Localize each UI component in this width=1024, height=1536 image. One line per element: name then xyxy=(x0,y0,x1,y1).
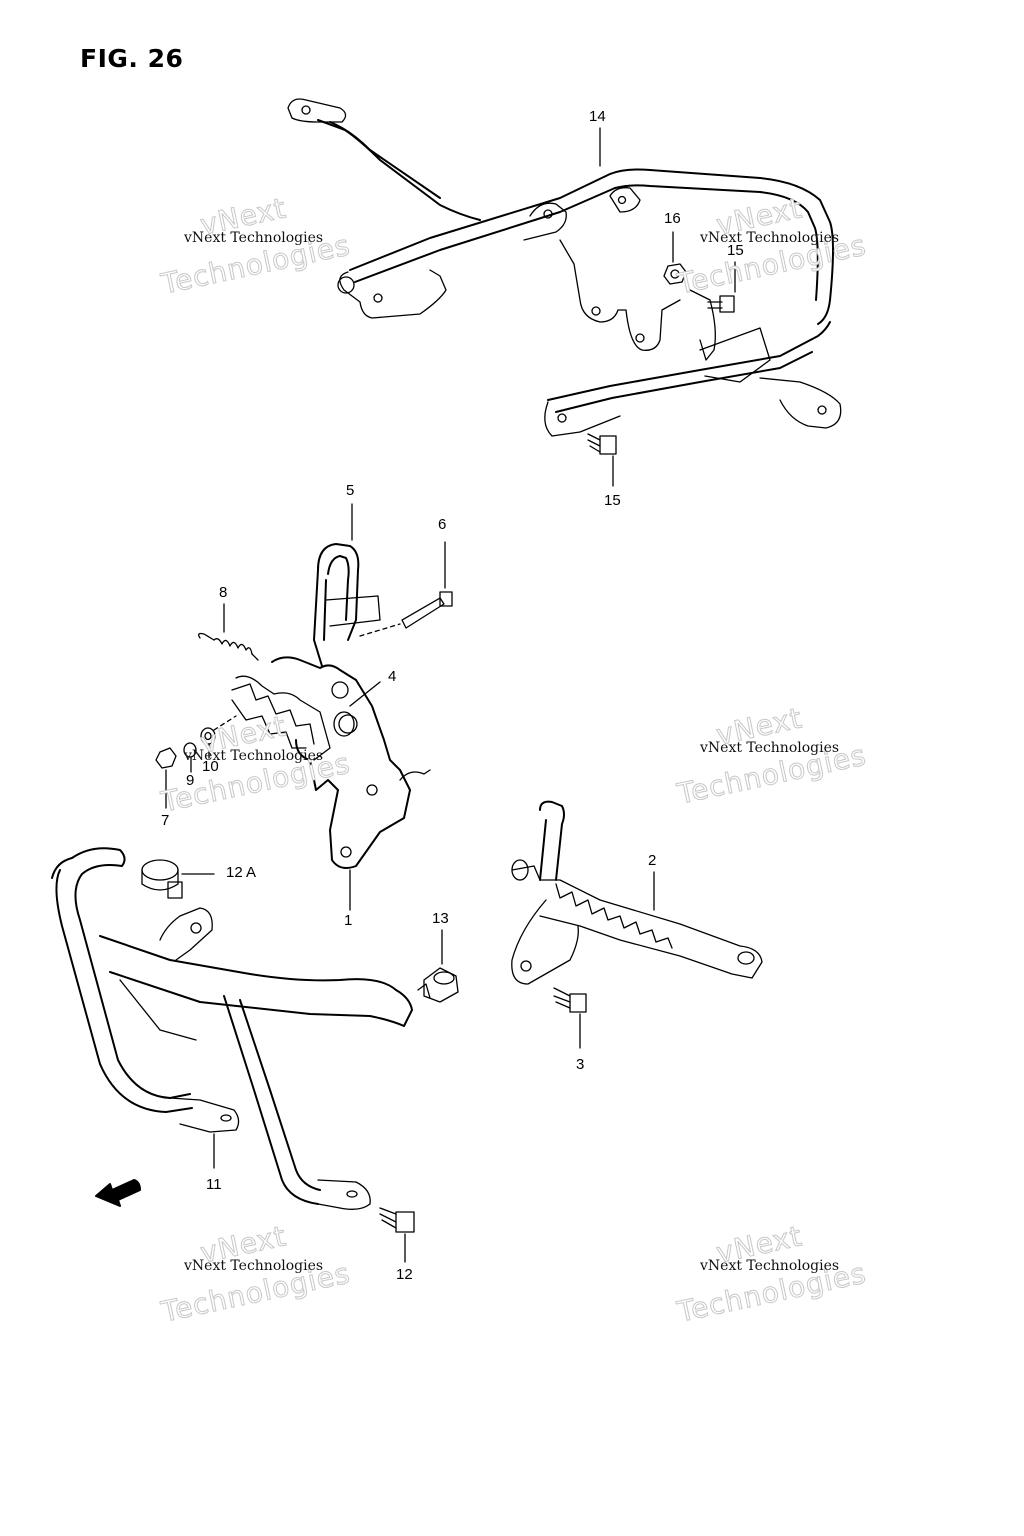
figure-title: FIG. 26 xyxy=(80,44,184,73)
part-4-collar xyxy=(333,681,381,737)
label-12a: 12 A xyxy=(226,864,257,881)
label-12: 12 xyxy=(396,1266,413,1283)
part-8-spring xyxy=(198,603,259,661)
label-8: 8 xyxy=(219,584,228,601)
label-13: 13 xyxy=(432,910,449,927)
label-16: 16 xyxy=(664,210,681,227)
label-15-upper: 15 xyxy=(727,242,744,259)
label-1: 1 xyxy=(344,912,353,929)
label-5: 5 xyxy=(346,482,355,499)
part-12a-bolt xyxy=(141,859,215,899)
part-2-footrest xyxy=(511,800,763,985)
label-7: 7 xyxy=(161,812,170,829)
label-10: 10 xyxy=(202,758,219,775)
part-13-rubber xyxy=(417,929,459,1003)
part-12-bolt xyxy=(379,1207,415,1263)
part-3-bolt xyxy=(553,987,587,1049)
part-1-bracket xyxy=(231,656,431,911)
part-15-bolt-upper xyxy=(707,261,736,313)
label-6: 6 xyxy=(438,516,447,533)
part-5-footpeg-guard xyxy=(313,503,381,667)
fwd-arrow-icon xyxy=(95,1179,141,1207)
part-6-pin xyxy=(359,541,453,637)
label-11: 11 xyxy=(206,1176,222,1193)
part-16-nut xyxy=(663,231,687,285)
label-2: 2 xyxy=(648,852,657,869)
label-15-lower: 15 xyxy=(604,492,621,509)
label-14: 14 xyxy=(589,108,606,125)
parts-7-9-10-hardware xyxy=(155,715,237,809)
part-14-frame xyxy=(287,98,842,437)
part-15-bolt-lower xyxy=(587,433,617,487)
part-11-guard xyxy=(51,847,413,1210)
label-4: 4 xyxy=(388,668,397,685)
label-9: 9 xyxy=(186,772,195,789)
label-3: 3 xyxy=(576,1056,585,1073)
